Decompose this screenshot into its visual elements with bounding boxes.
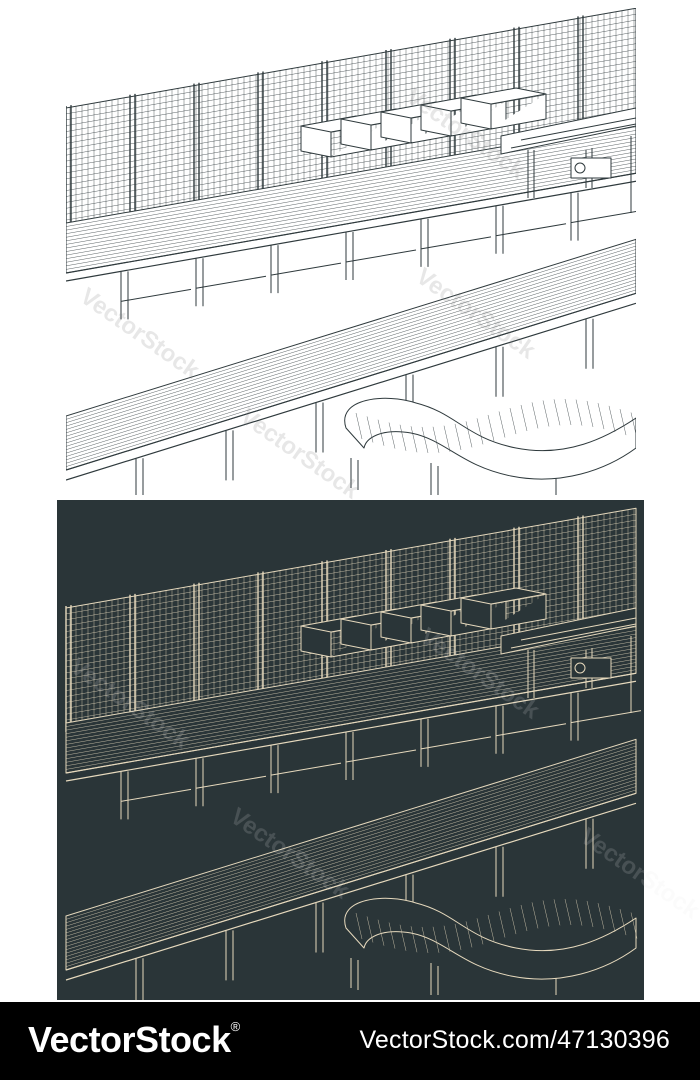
curved-rollers <box>355 898 638 954</box>
illustration-light-panel <box>66 8 636 495</box>
motor-wheel <box>574 662 586 674</box>
upper-conveyor <box>65 622 642 820</box>
cargo-boxes <box>300 87 547 158</box>
lower-legs <box>135 818 594 1000</box>
upper-side-rail <box>65 672 637 782</box>
brand-logo[interactable]: VectorStock® <box>28 1019 240 1061</box>
transfer-rails <box>500 107 636 155</box>
cargo-boxes <box>300 587 547 658</box>
transfer-unit <box>500 607 637 713</box>
illustration-dark-panel <box>57 500 644 1000</box>
footer-bar: VectorStock® VectorStock.com/47130396 <box>0 1002 700 1080</box>
scene-group <box>66 8 636 495</box>
curved-conveyor <box>344 397 636 495</box>
registered-mark: ® <box>230 1019 241 1034</box>
upper-conveyor <box>66 122 636 320</box>
cargo-box <box>460 587 547 630</box>
upper-legs <box>120 192 636 320</box>
upper-legs <box>120 692 642 820</box>
curved-legs <box>350 458 557 495</box>
image-url-id: VectorStock.com/47130396 <box>359 1026 670 1054</box>
upper-rollers <box>65 626 637 770</box>
lower-rollers <box>65 742 637 967</box>
lower-conveyor <box>66 238 636 495</box>
lower-side-rail <box>66 292 636 481</box>
curved-rollers <box>355 398 636 454</box>
curved-conveyor <box>344 897 638 995</box>
lower-rollers <box>66 242 636 467</box>
brand-name: VectorStock <box>28 1019 231 1060</box>
conveyor-drawing-light <box>66 8 636 495</box>
lower-conveyor <box>65 738 637 1000</box>
conveyor-drawing-dark <box>65 507 642 1000</box>
lower-side-rail <box>65 792 637 981</box>
motor-wheel <box>574 162 586 174</box>
transfer-unit <box>500 107 636 213</box>
curved-legs <box>350 958 557 995</box>
transfer-rails <box>500 607 637 655</box>
curved-belt <box>344 397 636 480</box>
scene-group <box>65 507 642 1000</box>
lower-legs <box>135 318 594 495</box>
cargo-box <box>460 87 547 130</box>
upper-rollers <box>66 126 636 270</box>
upper-side-rail <box>66 172 636 282</box>
curved-belt <box>344 897 637 980</box>
